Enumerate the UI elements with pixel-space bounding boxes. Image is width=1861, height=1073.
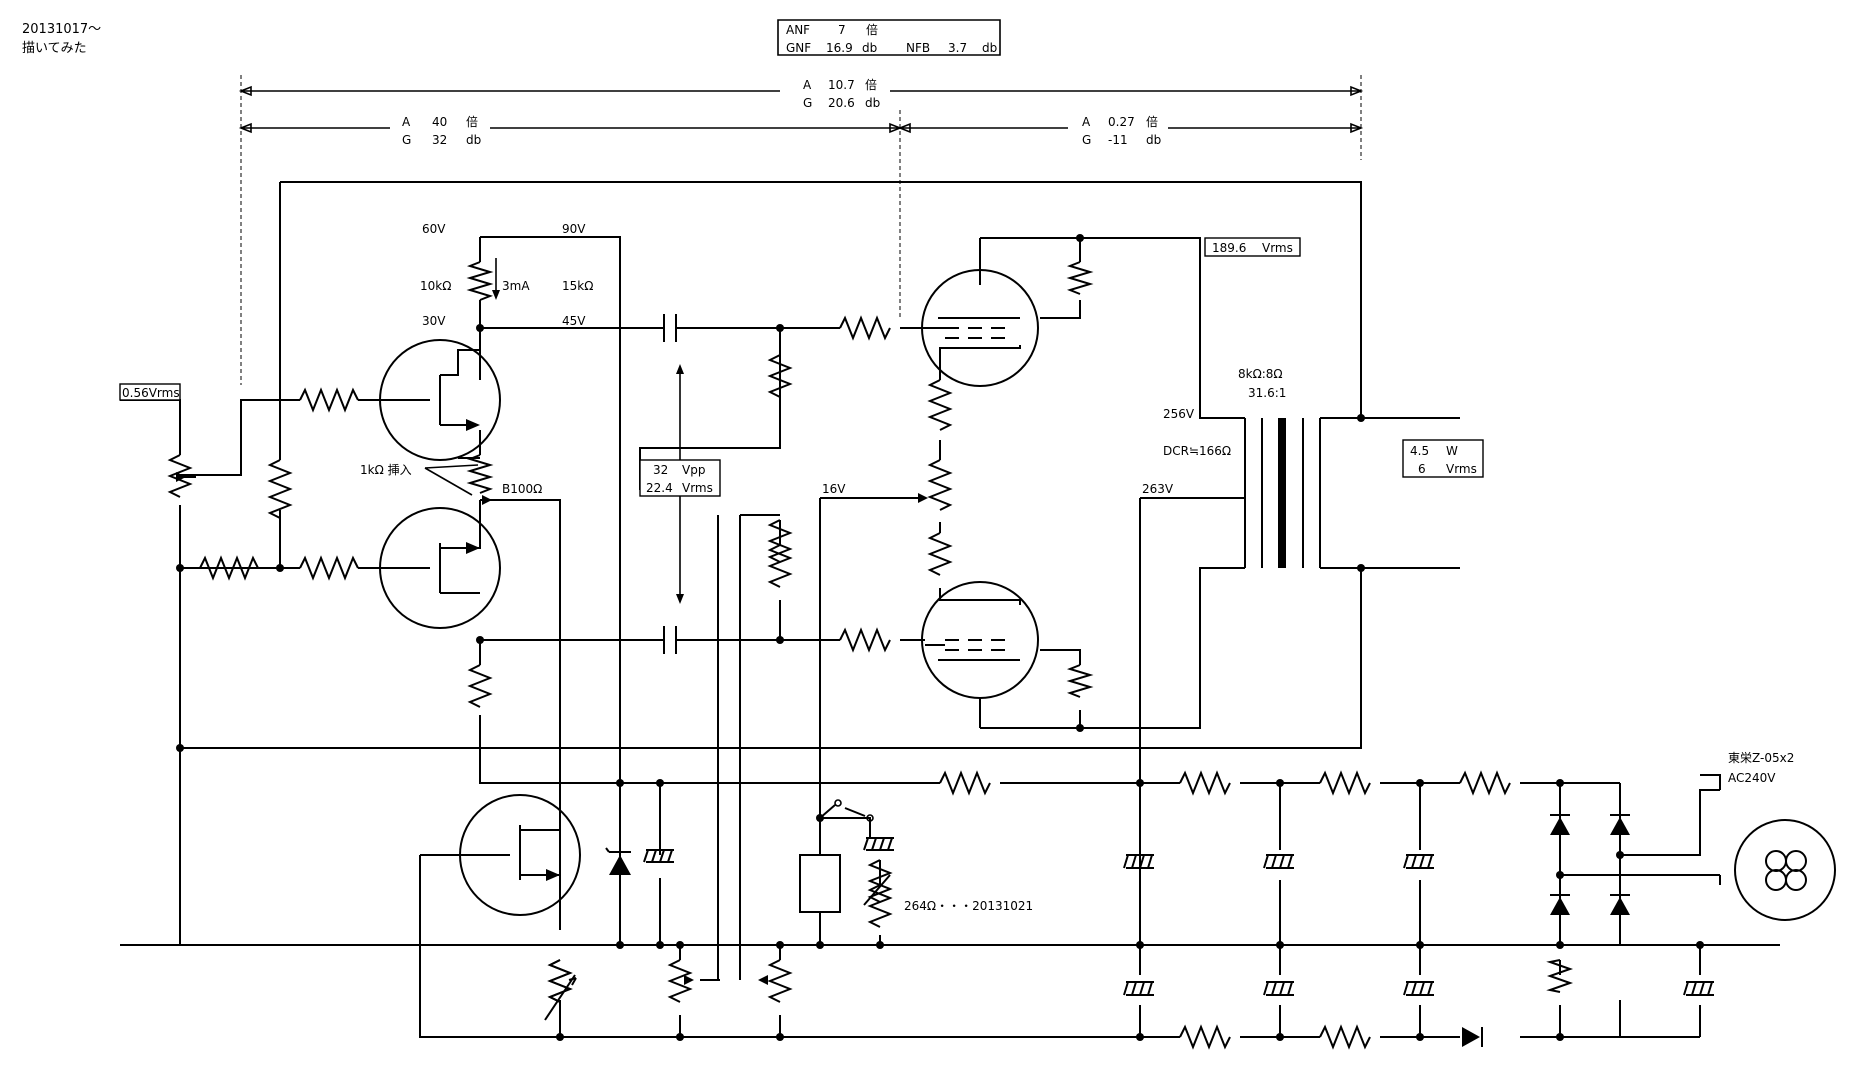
output-power-unit: W <box>1446 444 1458 458</box>
r1k-insert-label: 1kΩ 挿入 <box>360 463 412 477</box>
drive-vpp-unit: Vpp <box>682 463 705 477</box>
svg-text:db: db <box>466 133 481 147</box>
relay-switch <box>799 799 874 913</box>
gnf-unit: db <box>862 41 877 55</box>
r10k-label: 10kΩ <box>420 279 451 293</box>
ac-voltage-label: AC240V <box>1728 771 1776 785</box>
transformer-impedance: 8kΩ:8Ω <box>1238 367 1283 381</box>
anf-label: ANF <box>786 23 810 37</box>
gain-stage1-label: A 40 倍 G 32 db <box>390 112 490 148</box>
jfet-lower <box>379 507 501 629</box>
diodes <box>605 814 1630 1047</box>
svg-text:A: A <box>1082 115 1091 129</box>
v263-label: 263V <box>1142 482 1174 496</box>
v16-label: 16V <box>822 482 846 496</box>
drive-vrms-unit: Vrms <box>682 481 713 495</box>
nfb-value: 3.7 <box>948 41 967 55</box>
feedback-box: ANF 7 倍 GNF 16.9 db NFB 3.7 db <box>777 19 1001 56</box>
svg-text:倍: 倍 <box>1146 114 1158 129</box>
nfb-unit: db <box>982 41 997 55</box>
gain-total-label: A 10.7 倍 G 20.6 db <box>780 75 890 111</box>
labels: 0.56Vrms 60V 90V 10kΩ 3mA 15kΩ 30V 45V 1… <box>119 222 1794 913</box>
power-transformer-label: 東栄Z-05x2 <box>1728 751 1794 765</box>
v256-label: 256V <box>1163 407 1195 421</box>
output-power: 4.5 <box>1410 444 1429 458</box>
v90-label: 90V <box>562 222 586 236</box>
svg-text:倍: 倍 <box>865 77 877 92</box>
gain-stage2-label: A 0.27 倍 G -11 db <box>1068 112 1168 148</box>
anf-value: 7 <box>838 23 846 37</box>
tube-lower <box>921 581 1039 728</box>
potentiometers <box>167 454 953 1021</box>
v30-label: 30V <box>422 314 446 328</box>
output-vrms-unit: Vrms <box>1446 462 1477 476</box>
drive-vrms: 22.4 <box>646 481 673 495</box>
svg-text:40: 40 <box>432 115 447 129</box>
svg-text:G: G <box>1082 133 1091 147</box>
r264-label: 264Ω・・・20131021 <box>904 899 1033 913</box>
junction-dots <box>176 234 1704 1041</box>
drive-vpp: 32 <box>653 463 668 477</box>
output-vrms: 6 <box>1418 462 1426 476</box>
gnf-value: 16.9 <box>826 41 853 55</box>
subtitle-label: 描いてみた <box>22 41 87 56</box>
tube-upper <box>921 238 1039 387</box>
output-transformer <box>1244 418 1321 568</box>
annotation-arrows <box>424 258 684 604</box>
svg-text:db: db <box>1146 133 1161 147</box>
svg-text:倍: 倍 <box>466 114 478 129</box>
svg-text:db: db <box>865 96 880 110</box>
svg-text:G: G <box>803 96 812 110</box>
svg-text:0.27: 0.27 <box>1108 115 1135 129</box>
vr-b100-label: B100Ω <box>502 482 542 496</box>
svg-text:20.6: 20.6 <box>828 96 855 110</box>
date-label: 20131017〜 <box>22 22 101 37</box>
transformer-ratio: 31.6:1 <box>1248 386 1286 400</box>
jfet-upper <box>379 339 501 461</box>
plate-unit: Vrms <box>1262 241 1293 255</box>
dcr-label: DCR≒166Ω <box>1163 444 1231 458</box>
plate-value: 189.6 <box>1212 241 1246 255</box>
v60-label: 60V <box>422 222 446 236</box>
i3ma-label: 3mA <box>502 279 530 293</box>
svg-text:A: A <box>402 115 411 129</box>
electrolytic-capacitors <box>643 837 1714 996</box>
svg-text:-11: -11 <box>1108 133 1128 147</box>
nfb-label: NFB <box>906 41 930 55</box>
anf-unit: 倍 <box>866 22 878 37</box>
svg-text:32: 32 <box>432 133 447 147</box>
power-transformer <box>1700 774 1836 921</box>
gnf-label: GNF <box>786 41 811 55</box>
resistors <box>199 261 1574 1050</box>
svg-text:10.7: 10.7 <box>828 78 855 92</box>
v45-label: 45V <box>562 314 586 328</box>
svg-text:G: G <box>402 133 411 147</box>
coupling-capacitors <box>658 314 680 654</box>
svg-text:A: A <box>803 78 812 92</box>
input-level: 0.56Vrms <box>122 386 180 400</box>
fet-ccs <box>420 794 581 916</box>
r15k-label: 15kΩ <box>562 279 593 293</box>
